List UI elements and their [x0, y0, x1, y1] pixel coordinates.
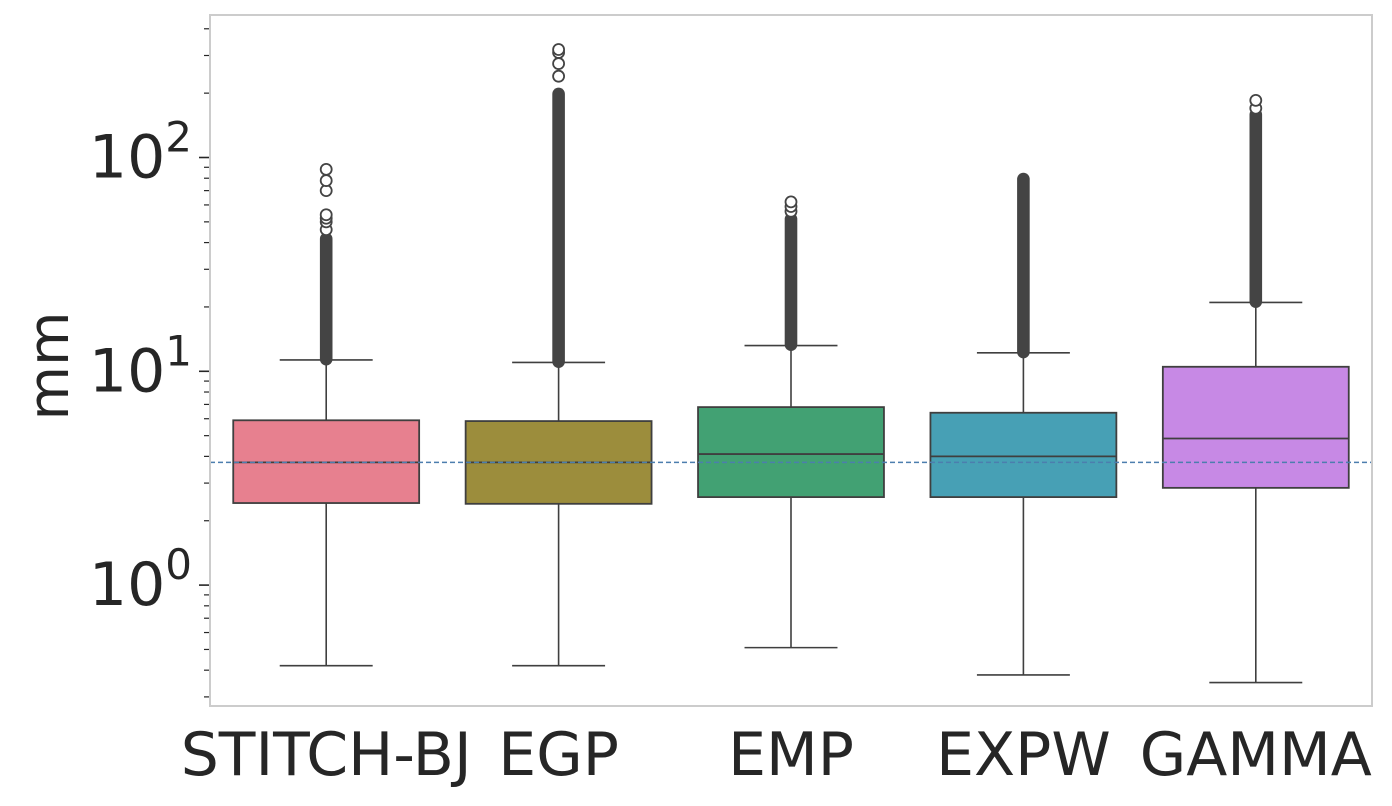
box-group	[232, 162, 421, 667]
outlier-point	[319, 174, 333, 187]
outlier-point	[552, 43, 565, 56]
box-iqr	[1161, 365, 1350, 489]
outlier-dense-band	[552, 87, 565, 368]
outlier-dense-band	[1249, 108, 1263, 308]
box-iqr	[697, 406, 885, 498]
outlier-point	[784, 195, 798, 209]
x-tick-label: STITCH-BJ	[181, 720, 472, 790]
outlier-point	[319, 162, 333, 176]
y-tick-label: 100	[89, 540, 192, 620]
y-axis-label: mm	[17, 311, 82, 420]
box-group	[929, 172, 1118, 676]
outlier-point	[552, 57, 565, 70]
box-group	[697, 195, 885, 649]
x-tick-label: EXPW	[936, 720, 1111, 790]
box-group	[1161, 93, 1350, 684]
box-group	[464, 43, 653, 667]
plot-frame	[209, 14, 1373, 707]
x-tick-label: GAMMA	[1140, 720, 1372, 790]
y-tick-label: 102	[89, 113, 192, 193]
outlier-point	[319, 208, 333, 222]
outlier-point	[552, 69, 565, 83]
outlier-point	[1249, 93, 1263, 107]
x-tick-label: EMP	[728, 720, 854, 790]
y-tick-label: 101	[89, 326, 192, 406]
outlier-dense-band	[1017, 172, 1030, 359]
box-iqr	[929, 411, 1118, 498]
outlier-dense-band	[319, 232, 333, 366]
x-tick-label: EGP	[498, 720, 619, 790]
outlier-dense-band	[784, 212, 798, 352]
